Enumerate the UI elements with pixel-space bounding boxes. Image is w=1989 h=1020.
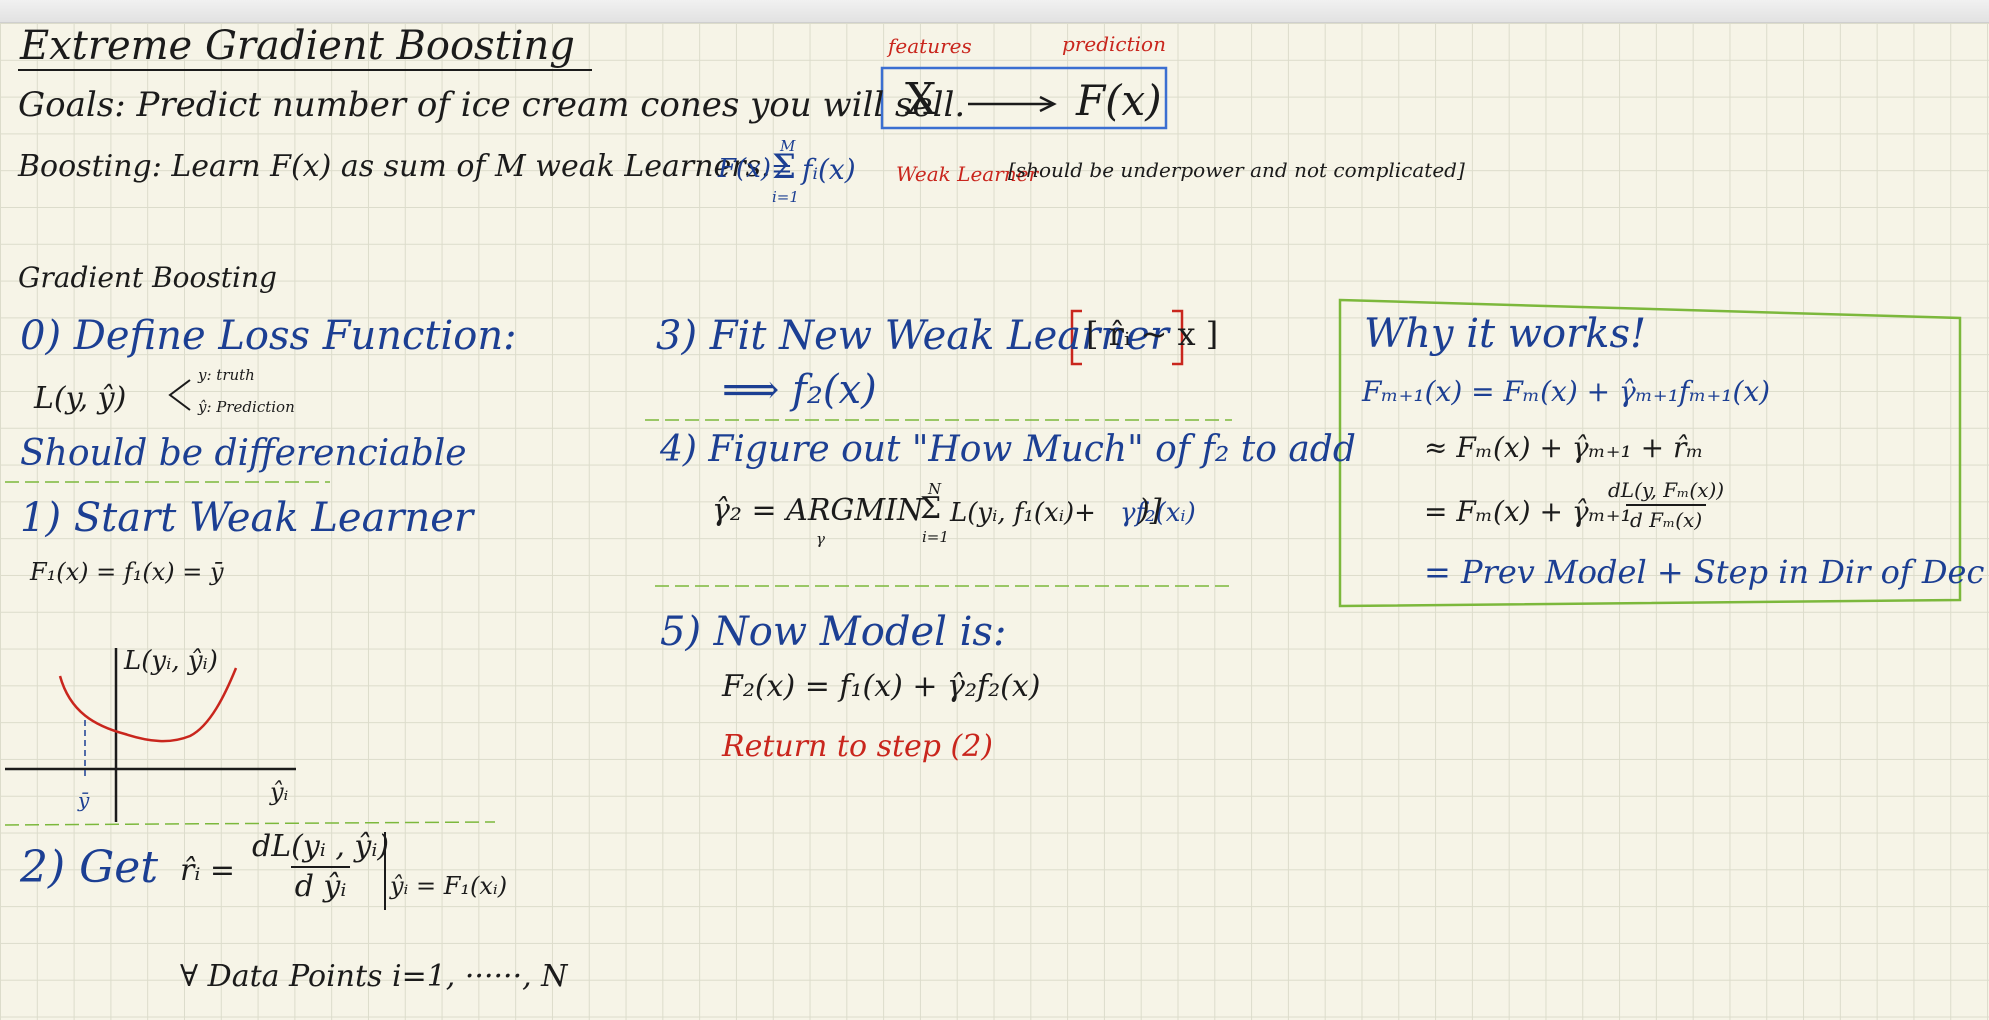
step3-result: ⟹ f₂(x) [722, 367, 877, 413]
step1-formula: F₁(x) = f₁(x) = ȳ [30, 558, 224, 586]
boosting-formula-top: M [780, 137, 796, 155]
why-line3-den: d Fₘ(x) [1625, 504, 1707, 530]
step3-bracket-text: [ r̂ᵢ ~ x ] [1086, 315, 1219, 353]
step2-eval: ŷᵢ = F₁(xᵢ) [390, 872, 508, 900]
step3-title: 3) Fit New Weak Learner [656, 313, 1169, 359]
divider-graph [4, 821, 496, 826]
step4-sum: Σ [920, 491, 942, 526]
step2-fraction: dL(yᵢ , ŷᵢ) d ŷᵢ [248, 832, 393, 902]
weak-learner-label: Weak Learner [896, 162, 1039, 186]
step5-return: Return to step (2) [722, 729, 994, 764]
step5-title: 5) Now Model is: [660, 609, 1007, 655]
boosting-formula-bottom: i=1 [772, 188, 799, 206]
step1-title: 1) Start Weak Learner [20, 495, 474, 541]
graph-xlabel: ŷᵢ [270, 778, 289, 806]
weak-learner-note: [should be underpower and not complicate… [1008, 158, 1465, 182]
step0-yhat-note: ŷ: Prediction [198, 398, 295, 416]
why-line3-num: dL(y, Fₘ(x)) [1608, 478, 1725, 502]
loss-notes-bracket [168, 379, 191, 411]
gradient-boosting-heading: Gradient Boosting [18, 261, 277, 294]
why-line1: Fₘ₊₁(x) = Fₘ(x) + γ̂ₘ₊₁fₘ₊₁(x) [1362, 375, 1771, 408]
features-label: features [888, 34, 972, 58]
graph-mark: ȳ [78, 788, 90, 812]
step4-sum-top: N [928, 480, 942, 498]
step4-gamma: γ̂₂ = ARGMIN [712, 493, 924, 528]
boosting-formula-rhs: fᵢ(x) [802, 153, 856, 186]
why-line2: ≈ Fₘ(x) + γ̂ₘ₊₁ + r̂ₘ [1424, 431, 1704, 464]
step4-inner-black: L(yᵢ, f₁(xᵢ)+ [950, 498, 1096, 528]
step2-forall: ∀ Data Points i=1, ······, N [180, 959, 568, 994]
step4-sum-bottom: i=1 [922, 528, 949, 546]
mapping-x: X [905, 74, 937, 125]
prediction-label: prediction [1062, 32, 1166, 56]
step0-differentiable: Should be differenciable [20, 433, 467, 474]
step2-den: d ŷᵢ [290, 866, 351, 902]
step2-num: dL(yᵢ , ŷᵢ) [252, 829, 390, 864]
boosting-formula-lhs: F(x)= [718, 154, 793, 184]
graph-ylabel: L(yᵢ, ŷᵢ) [124, 646, 218, 676]
boosting-text: Boosting: Learn F(x) as sum of M weak Le… [18, 149, 771, 184]
step0-title: 0) Define Loss Function: [20, 313, 517, 359]
step0-y-note: y: truth [198, 366, 255, 384]
goals-text: Goals: Predict number of ice cream cones… [18, 85, 966, 125]
step2-title: 2) Get [20, 842, 159, 893]
page-title: Extreme Gradient Boosting [20, 23, 575, 69]
boosting-formula-sum: Σ [772, 147, 797, 187]
loss-curve [58, 667, 238, 743]
step0-loss: L(y, ŷ) [34, 381, 127, 416]
step4-gamma-sub: γ [816, 530, 825, 548]
step5-formula: F₂(x) = f₁(x) + γ̂₂f₂(x) [722, 669, 1041, 704]
step4-title: 4) Figure out "How Much" of f₂ to add [660, 429, 1356, 470]
step2-r: r̂ᵢ = [180, 853, 236, 888]
why-line3-fraction: dL(y, Fₘ(x)) d Fₘ(x) [1604, 480, 1728, 530]
step4-close: )] [1138, 493, 1162, 528]
step4-inner-blue: γf₂(xᵢ) [1120, 498, 1196, 528]
mapping-fx: F(x) [1076, 76, 1162, 125]
why-title: Why it works! [1364, 311, 1647, 357]
window-top-bar [0, 0, 1989, 23]
why-line3-prefix: = Fₘ(x) + γ̂ₘ₊₁ [1424, 495, 1632, 528]
why-line4: = Prev Model + Step in Dir of Dec Loss [1424, 553, 1989, 591]
